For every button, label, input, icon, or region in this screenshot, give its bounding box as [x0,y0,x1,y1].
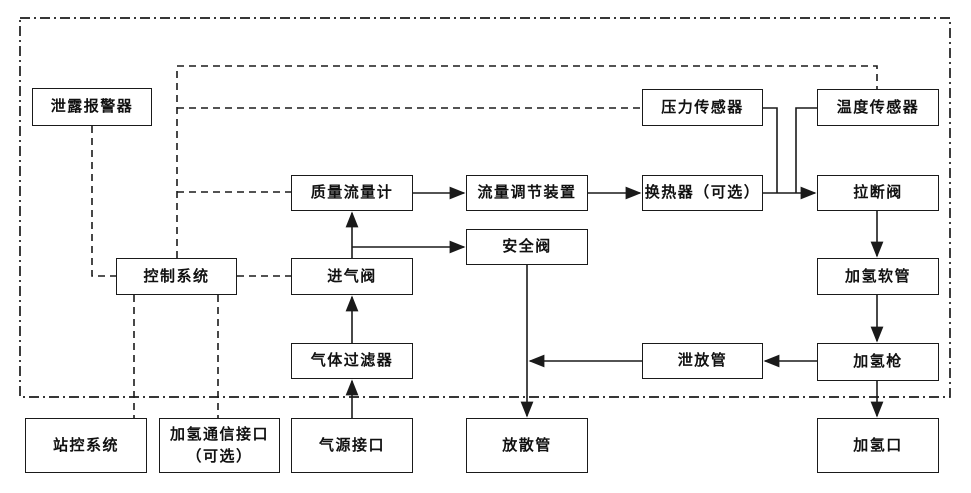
node-label: 换热器（可选） [644,183,761,202]
node-label: 质量流量计 [310,183,394,202]
node-label: 加氢口 [853,435,903,454]
node-label: 温度传感器 [836,97,920,116]
node-inlet-valve: 进气阀 [291,258,413,295]
node-label: 泄放管 [677,351,728,370]
node-temperature-sensor: 温度传感器 [817,89,939,126]
node-leak-alarm: 泄露报警器 [32,88,152,126]
signal-lines [91,65,878,418]
node-mass-flow-meter: 质量流量计 [291,175,413,211]
node-vent-line: 泄放管 [642,343,763,379]
node-hydrogen-hose: 加氢软管 [817,258,939,295]
node-station-control: 站控系统 [25,418,147,473]
node-label: 流量调节装置 [477,183,577,202]
node-label: 加氢枪 [853,352,903,371]
node-label: 压力传感器 [661,97,744,116]
node-label: 站控系统 [52,435,119,454]
node-label: 控制系统 [143,266,210,285]
node-hydrogen-port: 加氢口 [817,418,939,473]
node-label: 气体过滤器 [310,351,394,370]
node-breakaway-valve: 拉断阀 [817,175,939,211]
node-label-line2: （可选） [186,446,253,465]
node-control-system: 控制系统 [116,258,237,295]
node-label: 放散管 [502,435,552,454]
node-hydrogen-nozzle: 加氢枪 [817,343,939,381]
process-lines [345,107,884,418]
node-gas-inlet: 气源接口 [291,418,413,473]
node-label-line1: 加氢通信接口 [169,424,269,443]
node-flow-regulator: 流量调节装置 [466,175,588,211]
node-safety-valve: 安全阀 [466,229,588,265]
node-pressure-sensor: 压力传感器 [642,89,763,126]
enclosure-boundary [19,17,951,398]
node-label: 泄露报警器 [50,97,134,116]
node-label: 拉断阀 [853,183,903,202]
node-gas-filter: 气体过滤器 [291,343,413,379]
node-comm-interface: 加氢通信接口 （可选） [159,418,280,473]
node-vent-stack: 放散管 [466,418,588,473]
node-label: 进气阀 [327,266,377,285]
node-label: 加氢软管 [844,266,911,285]
node-label: 气源接口 [318,435,385,454]
node-label: 安全阀 [502,237,552,256]
node-heat-exchanger: 换热器（可选） [642,175,763,211]
